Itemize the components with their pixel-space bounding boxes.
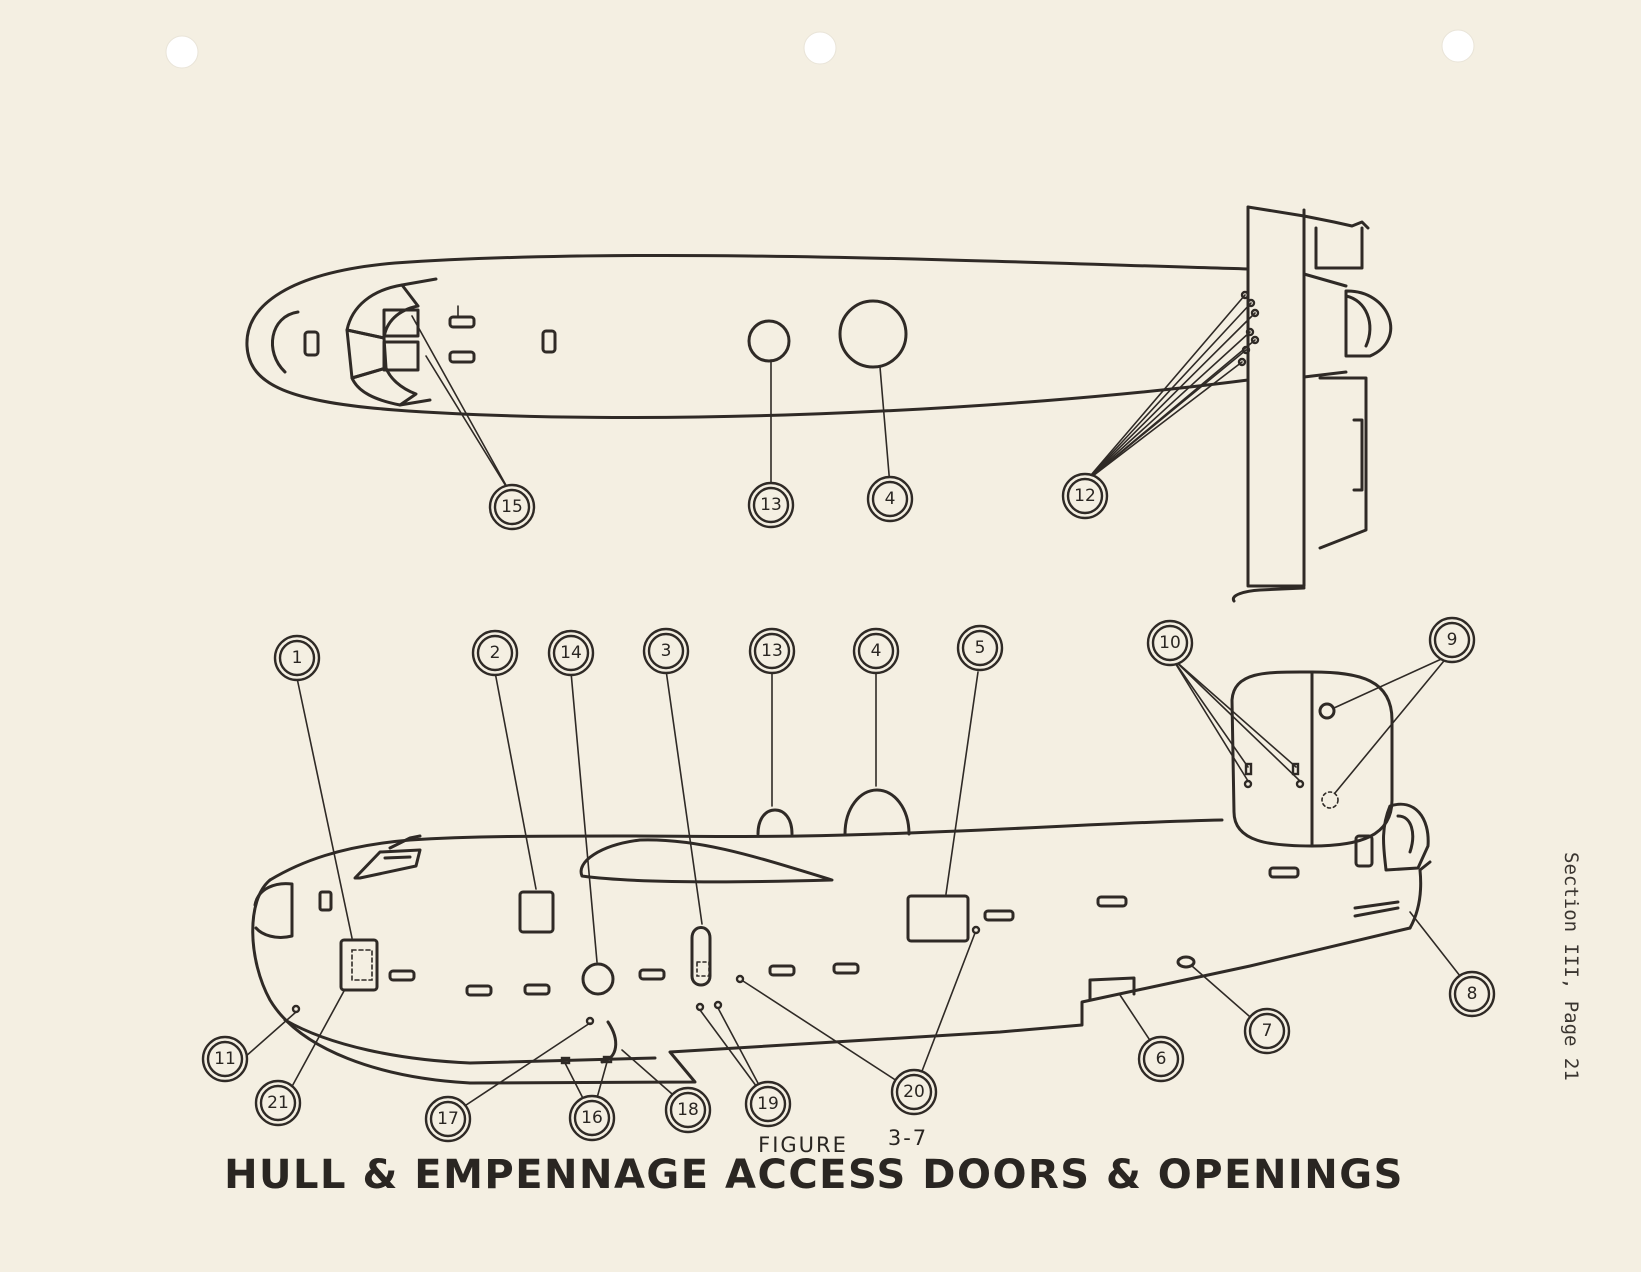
callout-17: 17	[424, 1095, 472, 1143]
callout-20: 20	[890, 1068, 938, 1116]
callout-label: 1	[292, 648, 303, 668]
callout-4-top: 4	[866, 475, 914, 523]
top-view-leaders	[411, 294, 1256, 497]
callout-label: 8	[1467, 984, 1478, 1004]
callout-label: 13	[761, 641, 783, 661]
callout-1: 1	[273, 634, 321, 682]
callout-label: 15	[501, 497, 523, 517]
figure-title: HULL & EMPENNAGE ACCESS DOORS & OPENINGS	[224, 1152, 1404, 1198]
callout-4: 4	[852, 627, 900, 675]
callout-8: 8	[1448, 970, 1496, 1018]
callout-label: 19	[757, 1094, 779, 1114]
callout-label: 10	[1159, 633, 1181, 653]
callout-3: 3	[642, 627, 690, 675]
hull-side-view	[251, 670, 1432, 1085]
callout-label: 9	[1447, 630, 1458, 650]
callout-9: 9	[1428, 616, 1476, 664]
callout-13: 13	[748, 627, 796, 675]
callout-label: 17	[437, 1109, 459, 1129]
callout-16: 16	[568, 1094, 616, 1142]
figure-number: 3-7	[888, 1126, 928, 1150]
punch-holes	[165, 29, 1475, 69]
callout-12-top: 12	[1061, 472, 1109, 520]
callout-14: 14	[547, 629, 595, 677]
hull-top-view	[245, 205, 1393, 603]
callout-18: 18	[664, 1086, 712, 1134]
page-reference: Section III, Page 21	[1560, 852, 1582, 1081]
callout-label: 12	[1074, 486, 1096, 506]
callout-label: 11	[214, 1049, 236, 1069]
callout-19: 19	[744, 1080, 792, 1128]
callout-label: 21	[267, 1093, 289, 1113]
callout-5: 5	[956, 624, 1004, 672]
callout-label: 3	[661, 641, 672, 661]
side-view-leaders	[244, 655, 1472, 1118]
callout-label: 7	[1262, 1021, 1273, 1041]
callout-11: 11	[201, 1035, 249, 1083]
callout-label: 4	[885, 489, 896, 509]
callout-label: 5	[975, 638, 986, 658]
callout-6: 6	[1137, 1035, 1185, 1083]
callout-10: 10	[1146, 619, 1194, 667]
callout-21: 21	[254, 1079, 302, 1127]
callout-label: 16	[581, 1108, 603, 1128]
callout-label: 6	[1156, 1049, 1167, 1069]
figure-label: FIGURE	[758, 1133, 848, 1157]
callout-15-top: 15	[488, 483, 536, 531]
callout-label: 13	[760, 495, 782, 515]
callout-label: 14	[560, 643, 582, 663]
callout-label: 4	[871, 641, 882, 661]
callout-7: 7	[1243, 1007, 1291, 1055]
callout-label: 2	[490, 643, 501, 663]
callout-2: 2	[471, 629, 519, 677]
callout-label: 18	[677, 1100, 699, 1120]
callout-label: 20	[903, 1082, 925, 1102]
callout-13-top: 13	[747, 481, 795, 529]
